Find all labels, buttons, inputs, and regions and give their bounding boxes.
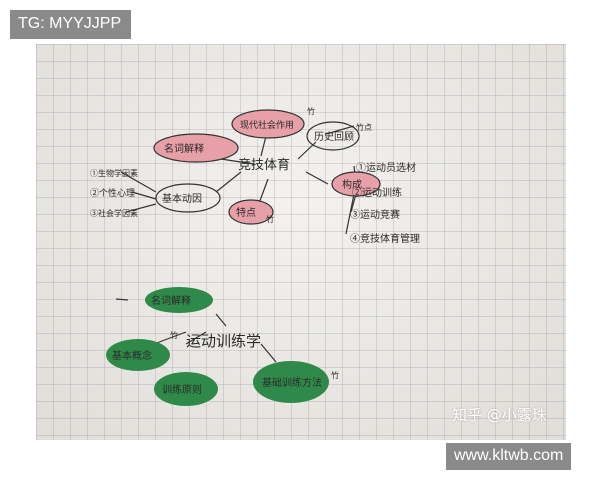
- bubble-methods-shape: [253, 361, 329, 403]
- bubble-features-shape: [228, 199, 274, 225]
- mindmap2-methods-note: 竹: [331, 370, 339, 380]
- mindmap1-basic-causes: 基本动因: [162, 192, 202, 205]
- mindmap1-left-item-2: ②个性心理: [90, 187, 135, 199]
- mindmap1-features: 特点: [236, 207, 256, 219]
- bubble-definition2-shape: [145, 287, 213, 313]
- mindmap2-principles: 训练原则: [162, 383, 202, 396]
- mindmap1-modern-society: 现代社会作用: [240, 119, 294, 131]
- bubble-modern-society-shape: [231, 109, 305, 139]
- bubble-concept-shape: [106, 339, 170, 371]
- site-url-label: www.kltwb.com: [446, 443, 572, 470]
- mindmap1-composition: 构成: [342, 178, 362, 191]
- mindmap1-center: 竞技体育: [238, 157, 290, 173]
- mindmap1-right-item-3: ③运动竞赛: [350, 208, 400, 221]
- mindmap1-connectors: [115, 125, 357, 363]
- mindmap2-bubbles: [106, 287, 329, 406]
- mindmap1-history: 历史回顾: [314, 131, 354, 143]
- zhihu-watermark: 知乎 @小露珠: [452, 406, 547, 424]
- bubble-principles-shape: [154, 372, 218, 406]
- bubble-composition-shape: [331, 171, 381, 197]
- mindmap-drawing: 竞技体育 名词解释 现代社会作用 竹 历史回顾 竹点 构成 基本动因 特点 竹 …: [90, 106, 420, 406]
- mindmap1-modern-society-note: 竹: [307, 106, 315, 116]
- mindmap1-right-item-1: ①运动员选材: [356, 161, 416, 174]
- bubble-basic-causes-shape: [155, 183, 221, 213]
- mindmap1-history-note: 竹点: [356, 122, 372, 132]
- mindmap1-features-note: 竹: [266, 214, 274, 224]
- bubble-definition-shape: [153, 133, 239, 163]
- mindmap1-definition: 名词解释: [164, 142, 204, 155]
- mindmap2-center: 运动训练学: [186, 332, 261, 350]
- mindmap1-right-item-4: ④竞技体育管理: [350, 232, 420, 245]
- tg-tag-label: TG: MYYJJPP: [10, 10, 132, 39]
- mindmap2-concept-note: 竹: [170, 330, 178, 340]
- mindmap1-left-item-1: ①生物学因素: [90, 168, 138, 178]
- notebook-photo: 竞技体育 名词解释 现代社会作用 竹 历史回顾 竹点 构成 基本动因 特点 竹 …: [36, 44, 566, 440]
- bubble-history-shape: [306, 121, 360, 151]
- mindmap2-concept: 基本概念: [112, 349, 152, 362]
- mindmap1-bubbles: [153, 109, 381, 225]
- mindmap1-right-item-2: ②运动训练: [352, 186, 402, 199]
- mindmap2-methods: 基础训练方法: [262, 376, 322, 389]
- mindmap1-left-item-3: ③社会学因素: [90, 208, 138, 218]
- mindmap2-definition: 名词解释: [151, 294, 191, 307]
